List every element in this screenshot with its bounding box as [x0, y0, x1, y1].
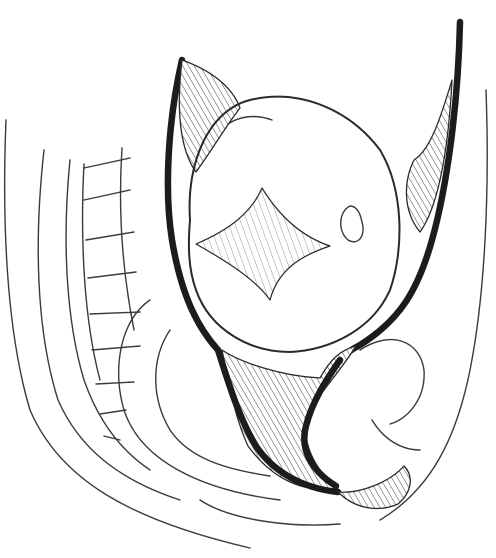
fetal-ear-icon	[341, 206, 363, 242]
fetal-brow	[228, 117, 272, 124]
fetal-skull-fontanelle	[196, 188, 330, 300]
symphysis-section	[338, 466, 410, 508]
back-contour	[5, 120, 250, 548]
upper-right-wall-section	[406, 80, 452, 232]
spine-sacrum	[66, 148, 150, 470]
perineum-contour	[200, 500, 340, 525]
upper-left-wall-section	[179, 60, 240, 172]
bladder-symphysis	[338, 340, 424, 509]
vertebra-lines	[84, 158, 140, 440]
